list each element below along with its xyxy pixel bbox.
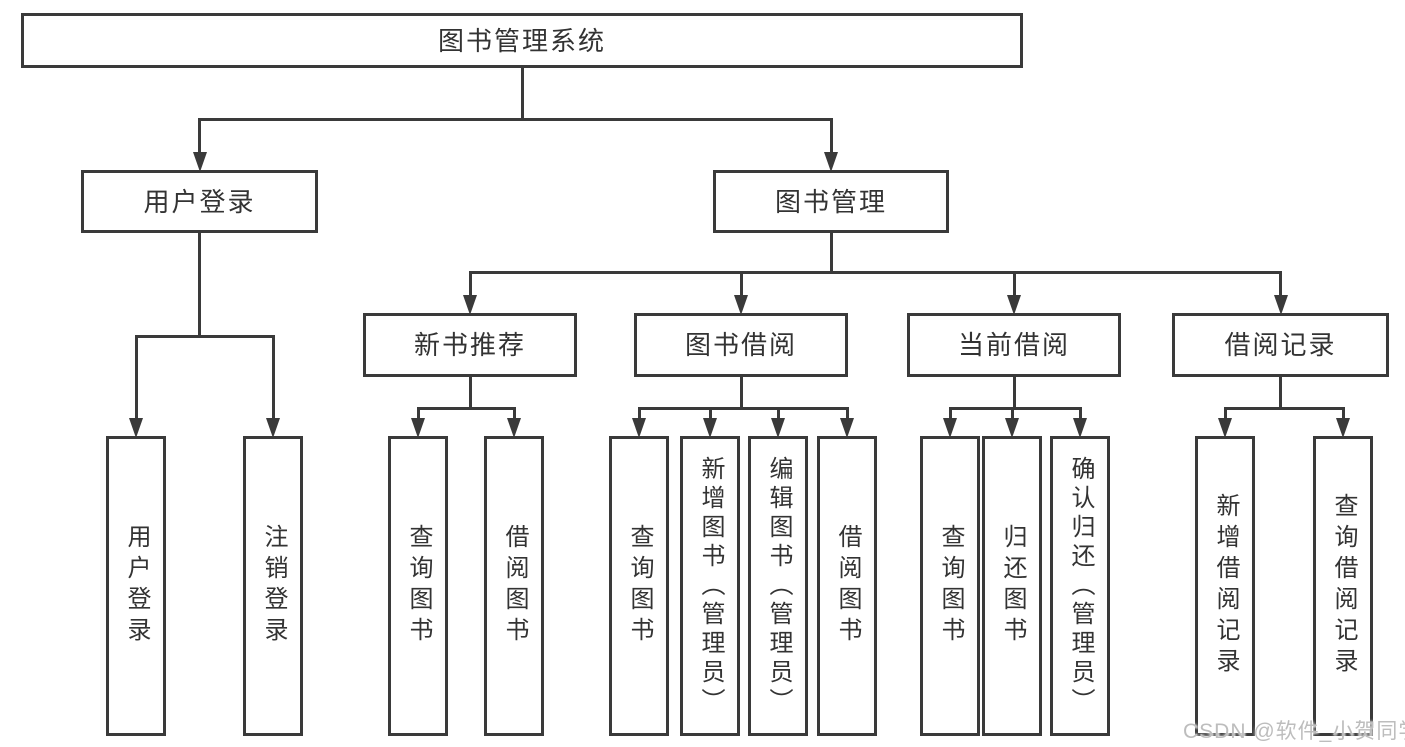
connector-line (948, 407, 1082, 410)
node-bb-borrow: 借阅图书 (817, 436, 877, 736)
node-br-add: 新增借阅记录 (1195, 436, 1255, 736)
connector-line (1078, 407, 1082, 418)
connector-line (829, 118, 833, 152)
arrowhead-icon (129, 418, 143, 438)
node-root: 图书管理系统 (21, 13, 1023, 68)
node-label: 借阅记录 (1224, 330, 1337, 360)
connector-line (948, 407, 952, 418)
connector-line (198, 118, 833, 121)
node-cb-confirm: 确认归还（管理员） (1050, 436, 1110, 736)
arrowhead-icon (1336, 418, 1350, 438)
arrowhead-icon (411, 418, 425, 438)
arrowhead-icon (734, 295, 748, 315)
connector-line (829, 233, 833, 274)
connector-line (468, 271, 1282, 274)
node-label: 新书推荐 (413, 330, 526, 360)
connector-line (1010, 407, 1014, 418)
node-label: 查询图书 (626, 524, 653, 648)
arrowhead-icon (840, 418, 854, 438)
node-label: 用户登录 (123, 524, 150, 648)
connector-line (198, 118, 201, 152)
connector-line (776, 407, 780, 418)
node-label: 图书管理系统 (437, 25, 606, 56)
connector-line (739, 377, 743, 410)
node-label: 借阅图书 (501, 524, 528, 648)
node-current-borrow: 当前借阅 (907, 313, 1121, 377)
connector-line (416, 407, 516, 410)
arrowhead-icon (1073, 418, 1087, 438)
node-label: 查询图书 (405, 524, 432, 648)
node-bb-add: 新增图书（管理员） (680, 436, 740, 736)
node-cb-query: 查询图书 (920, 436, 980, 736)
arrowhead-icon (1273, 295, 1288, 315)
node-logout-leaf: 注销登录 (243, 436, 303, 736)
arrowhead-icon (943, 418, 957, 438)
connector-line (134, 335, 275, 338)
connector-line (1012, 271, 1016, 295)
connector-line (134, 335, 138, 418)
node-label: 查询借阅记录 (1330, 493, 1357, 679)
arrowhead-icon (463, 295, 477, 315)
connector-line (198, 233, 201, 338)
node-label: 注销登录 (260, 524, 287, 648)
connector-line (1279, 271, 1282, 295)
connector-line (637, 407, 849, 410)
connector-line (1223, 407, 1227, 418)
node-user-login-leaf: 用户登录 (106, 436, 166, 736)
node-book-borrow: 图书借阅 (634, 313, 848, 377)
node-label: 借阅图书 (834, 524, 861, 648)
node-label: 归还图书 (999, 524, 1026, 648)
connector-line (708, 407, 712, 418)
connector-line (468, 271, 472, 295)
connector-line (520, 68, 524, 121)
connector-line (416, 407, 420, 418)
arrowhead-icon (703, 418, 717, 438)
node-borrow-records: 借阅记录 (1172, 313, 1389, 377)
connector-line (739, 271, 743, 295)
node-label: 编辑图书（管理员） (765, 455, 792, 717)
node-user-login: 用户登录 (81, 170, 318, 233)
connector-line (1341, 407, 1345, 418)
node-label: 图书借阅 (684, 330, 797, 360)
node-book-mgmt: 图书管理 (713, 170, 949, 233)
node-new-book-rec: 新书推荐 (363, 313, 577, 377)
arrowhead-icon (507, 418, 521, 438)
node-nbr-borrow: 借阅图书 (484, 436, 544, 736)
node-label: 图书管理 (774, 186, 887, 217)
node-label: 新增借阅记录 (1212, 493, 1239, 679)
connector-line (271, 335, 275, 418)
arrowhead-icon (266, 418, 280, 438)
connector-line (845, 407, 849, 418)
arrowhead-icon (1218, 418, 1232, 438)
arrowhead-icon (1007, 295, 1021, 315)
node-nbr-query: 查询图书 (388, 436, 448, 736)
arrowhead-icon (192, 152, 207, 172)
connector-line (1279, 377, 1282, 410)
arrowhead-icon (771, 418, 785, 438)
connector-line (512, 407, 516, 418)
node-bb-query: 查询图书 (609, 436, 669, 736)
node-br-query: 查询借阅记录 (1313, 436, 1373, 736)
node-bb-edit: 编辑图书（管理员） (748, 436, 808, 736)
arrowhead-icon (824, 152, 838, 172)
node-label: 新增图书（管理员） (697, 455, 724, 717)
node-label: 查询图书 (937, 524, 964, 648)
node-label: 当前借阅 (957, 330, 1070, 360)
node-label: 确认归还（管理员） (1067, 455, 1094, 717)
node-cb-return: 归还图书 (982, 436, 1042, 736)
node-label: 用户登录 (143, 186, 256, 217)
connector-line (468, 377, 472, 410)
connector-line (1223, 407, 1345, 410)
arrowhead-icon (632, 418, 646, 438)
watermark: CSDN @软件_小贺同学 (1183, 720, 1405, 743)
connector-line (1012, 377, 1016, 410)
connector-line (637, 407, 641, 418)
arrowhead-icon (1005, 418, 1019, 438)
